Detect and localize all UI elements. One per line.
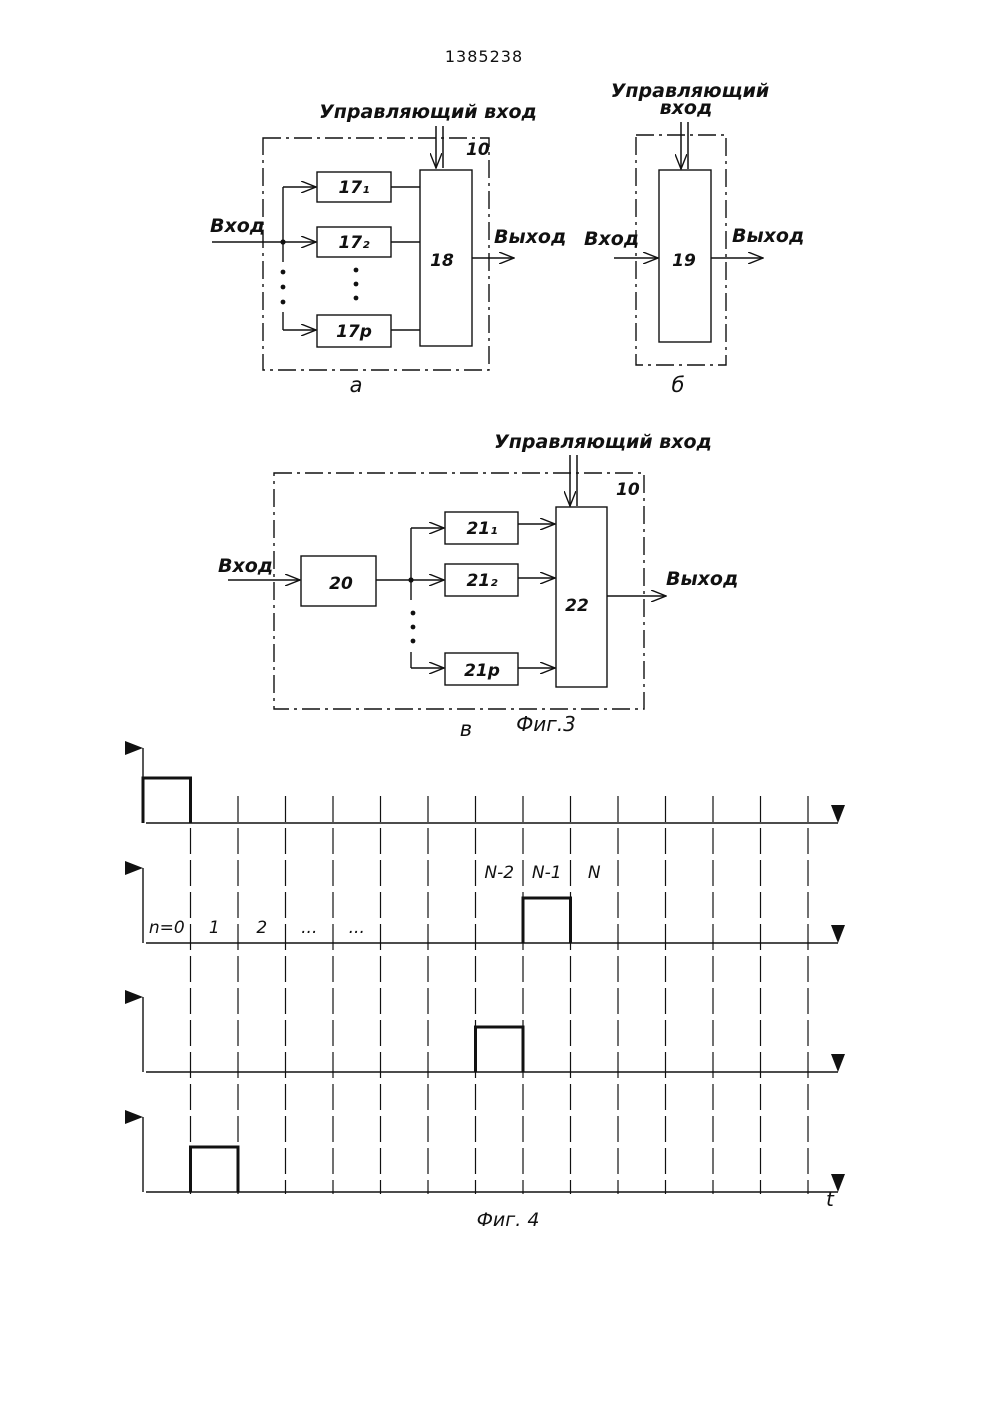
fig3a-dot bbox=[281, 285, 286, 290]
fig3a-filter-1-label: 17₁ bbox=[338, 178, 369, 198]
fig3c-dot bbox=[411, 639, 416, 644]
fig3a-filter-p-label: 17p bbox=[336, 322, 372, 342]
fig3a-filter-2-label: 17₂ bbox=[338, 233, 370, 253]
fig3b-control-label-line2: вход bbox=[660, 97, 713, 119]
fig3c-filter-p-label: 21p bbox=[464, 661, 500, 681]
fig4-slot-grid bbox=[191, 796, 809, 1194]
fig3a-dot bbox=[281, 300, 286, 305]
fig4-timing-diagram: n=0 1 2...... N-2 N-1 N t Фиг. 4 bbox=[143, 748, 838, 1231]
fig3a-dot bbox=[354, 296, 359, 301]
fig3c-diagram: Управляющий вход 10 Вход 20 21₁ 21₂ 21p … bbox=[218, 431, 738, 741]
fig3a-dot bbox=[354, 282, 359, 287]
fig4-time-axis-label: t bbox=[826, 1187, 835, 1211]
fig4-pulse-row-3 bbox=[476, 1027, 524, 1072]
fig3a-input-label: Вход bbox=[210, 215, 265, 237]
fig3a-dot bbox=[354, 268, 359, 273]
fig3c-filter-2-label: 21₂ bbox=[466, 571, 498, 591]
fig3b-sublabel: б bbox=[672, 373, 685, 397]
fig4-slot-label: 2 bbox=[256, 918, 267, 938]
fig3-caption: Фиг.3 bbox=[516, 712, 576, 736]
fig3c-filter-1-label: 21₁ bbox=[466, 519, 497, 539]
fig4-slot-label: N-1 bbox=[532, 863, 562, 883]
fig4-slot-label: 1 bbox=[209, 918, 220, 938]
fig3a-output-label: Выход bbox=[494, 226, 566, 248]
fig3c-unit-ref: 10 bbox=[616, 480, 640, 500]
fig4-axes bbox=[143, 748, 838, 1192]
fig3a-unit-boundary bbox=[263, 138, 489, 370]
fig3b-input-label: Вход bbox=[584, 228, 639, 250]
fig4-slot-label: ... bbox=[349, 918, 365, 938]
fig3a-combiner-label: 18 bbox=[430, 251, 454, 271]
fig4-pulse-row-2 bbox=[523, 898, 571, 943]
fig4-pulse-row-1 bbox=[143, 778, 191, 823]
fig3b-output-label: Выход bbox=[732, 225, 804, 247]
fig3c-output-label: Выход bbox=[666, 568, 738, 590]
fig4-pulses bbox=[143, 778, 571, 1192]
fig3c-dot bbox=[411, 625, 416, 630]
fig3a-control-input-label: Управляющий вход bbox=[319, 101, 537, 123]
fig3c-input-label: Вход bbox=[218, 555, 273, 577]
patent-number: 1385238 bbox=[445, 47, 523, 66]
fig3b-diagram: Управляющий вход 19 Вход Выход б bbox=[584, 80, 804, 397]
fig4-slot-label: N-2 bbox=[484, 863, 514, 883]
fig3c-control-input-label: Управляющий вход bbox=[494, 431, 712, 453]
fig4-pulse-row-4 bbox=[191, 1147, 239, 1192]
fig4-caption: Фиг. 4 bbox=[477, 1209, 540, 1231]
fig3a-sublabel: а bbox=[350, 373, 363, 397]
fig3c-sublabel: в bbox=[460, 717, 472, 741]
fig4-slot-label: N bbox=[588, 863, 601, 883]
fig3a-unit-ref: 10 bbox=[466, 140, 490, 160]
fig3b-block-label: 19 bbox=[672, 251, 696, 271]
fig4-slot-label: ... bbox=[301, 918, 317, 938]
fig3c-pre-block-label: 20 bbox=[329, 574, 353, 594]
fig3c-dot bbox=[411, 611, 416, 616]
fig4-slot-labels: n=0 1 2...... N-2 N-1 N bbox=[149, 863, 601, 938]
fig4-slot-label: n=0 bbox=[149, 918, 185, 938]
fig3c-combiner-label: 22 bbox=[565, 596, 589, 616]
fig3a-diagram: Управляющий вход 10 Вход 17₁ 17₂ 17p 18 … bbox=[210, 101, 566, 397]
fig3a-dot bbox=[281, 270, 286, 275]
